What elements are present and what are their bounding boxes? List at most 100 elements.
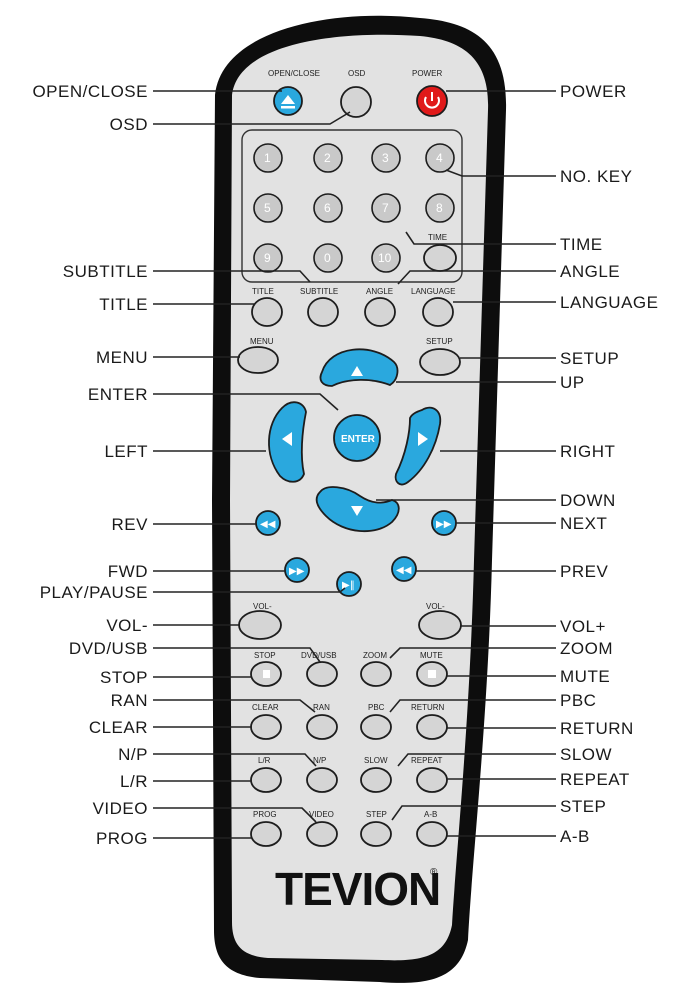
vol-minus-button[interactable]: [239, 611, 281, 639]
callout-title: TITLE: [99, 295, 148, 314]
pbc-button-label: PBC: [368, 703, 385, 712]
subtitle-button-label: SUBTITLE: [300, 287, 338, 296]
setup-button[interactable]: [420, 349, 460, 375]
enter-button-label: ENTER: [341, 434, 376, 445]
skip-next-icon: ▶▶: [436, 519, 452, 530]
callout-slow: SLOW: [560, 745, 612, 764]
pbc-button[interactable]: [361, 715, 391, 739]
callout-down: DOWN: [560, 491, 616, 510]
step-button[interactable]: [361, 822, 391, 846]
menu-button-label: MENU: [250, 337, 274, 346]
callout-clear: CLEAR: [89, 718, 148, 737]
svg-text:7: 7: [382, 201, 389, 215]
callout-pbc: PBC: [560, 691, 596, 710]
callout-up: UP: [560, 373, 585, 392]
vol-plus-button[interactable]: [419, 611, 461, 639]
np-button[interactable]: [307, 768, 337, 792]
tevion-logo: TEVION: [275, 863, 440, 915]
title-button[interactable]: [252, 298, 282, 326]
ab-button-label: A-B: [424, 810, 437, 819]
title-button-label: TITLE: [252, 287, 274, 296]
callout-mute: MUTE: [560, 667, 610, 686]
np-button-label: N/P: [313, 756, 326, 765]
repeat-button-label: REPEAT: [411, 756, 443, 765]
callout-power: POWER: [560, 82, 627, 101]
ab-button[interactable]: [417, 822, 447, 846]
callout-angle: ANGLE: [560, 262, 620, 281]
svg-text:3: 3: [382, 151, 389, 165]
callout-lr: L/R: [120, 772, 148, 791]
callout-vol-minus: VOL-: [106, 616, 148, 635]
callout-prev: PREV: [560, 562, 608, 581]
callout-language: LANGUAGE: [560, 293, 658, 312]
fast-forward-icon: ▶▶: [289, 566, 305, 577]
callout-vol-plus: VOL+: [560, 617, 606, 636]
callout-dvd-usb: DVD/USB: [69, 639, 148, 658]
time-button-label: TIME: [428, 233, 447, 242]
setup-button-label: SETUP: [426, 337, 453, 346]
step-button-label: STEP: [366, 810, 387, 819]
svg-text:1: 1: [264, 151, 271, 165]
time-button[interactable]: [424, 245, 456, 271]
callout-right: RIGHT: [560, 442, 615, 461]
callouts-left: OPEN/CLOSE OSD SUBTITLE TITLE MENU ENTER…: [32, 82, 148, 848]
callout-ab: A-B: [560, 827, 590, 846]
repeat-button[interactable]: [417, 768, 447, 792]
callout-subtitle: SUBTITLE: [63, 262, 148, 281]
menu-button[interactable]: [238, 347, 278, 373]
svg-text:6: 6: [324, 201, 331, 215]
svg-text:0: 0: [324, 251, 331, 265]
callout-osd: OSD: [110, 115, 148, 134]
prog-button[interactable]: [251, 822, 281, 846]
callout-open-close: OPEN/CLOSE: [32, 82, 148, 101]
callout-setup: SETUP: [560, 349, 619, 368]
svg-text:8: 8: [436, 201, 443, 215]
language-button[interactable]: [423, 298, 453, 326]
vol-minus-button-label: VOL-: [253, 602, 272, 611]
callout-play-pause: PLAY/PAUSE: [40, 583, 148, 602]
zoom-button[interactable]: [361, 662, 391, 686]
callout-fwd: FWD: [108, 562, 148, 581]
callouts-right: POWER NO. KEY TIME ANGLE LANGUAGE SETUP …: [560, 82, 658, 846]
mute-button-label: MUTE: [420, 651, 443, 660]
stop-icon: [263, 670, 270, 678]
callout-np: N/P: [118, 745, 148, 764]
lr-button-label: L/R: [258, 756, 271, 765]
language-button-label: LANGUAGE: [411, 287, 455, 296]
lr-button[interactable]: [251, 768, 281, 792]
callout-step: STEP: [560, 797, 606, 816]
callout-no-key: NO. KEY: [560, 167, 632, 186]
callout-prog: PROG: [96, 829, 148, 848]
callout-enter: ENTER: [88, 385, 148, 404]
callout-rev: REV: [112, 515, 149, 534]
skip-previous-icon: ◀◀: [396, 565, 412, 576]
subtitle-button[interactable]: [308, 298, 338, 326]
rewind-icon: ◀◀: [260, 519, 276, 530]
callout-repeat: REPEAT: [560, 770, 630, 789]
slow-button[interactable]: [361, 768, 391, 792]
svg-text:5: 5: [264, 201, 271, 215]
dvd-usb-button-label: DVD/USB: [301, 651, 337, 660]
svg-text:10: 10: [378, 251, 392, 265]
callout-left: LEFT: [104, 442, 148, 461]
angle-button-label: ANGLE: [366, 287, 393, 296]
vol-plus-button-label: VOL-: [426, 602, 445, 611]
dvd-usb-button[interactable]: [307, 662, 337, 686]
svg-text:2: 2: [324, 151, 331, 165]
ran-button[interactable]: [307, 715, 337, 739]
callout-video: VIDEO: [93, 799, 148, 818]
osd-button[interactable]: [341, 87, 371, 117]
return-button[interactable]: [417, 715, 447, 739]
callout-next: NEXT: [560, 514, 607, 533]
clear-button[interactable]: [251, 715, 281, 739]
power-button-label: POWER: [412, 69, 442, 78]
clear-button-label: CLEAR: [252, 703, 279, 712]
osd-button-label: OSD: [348, 69, 366, 78]
zoom-button-label: ZOOM: [363, 651, 387, 660]
ran-button-label: RAN: [313, 703, 330, 712]
prog-button-label: PROG: [253, 810, 277, 819]
video-button[interactable]: [307, 822, 337, 846]
angle-button[interactable]: [365, 298, 395, 326]
callout-stop: STOP: [100, 668, 148, 687]
open-close-button-label: OPEN/CLOSE: [268, 69, 320, 78]
